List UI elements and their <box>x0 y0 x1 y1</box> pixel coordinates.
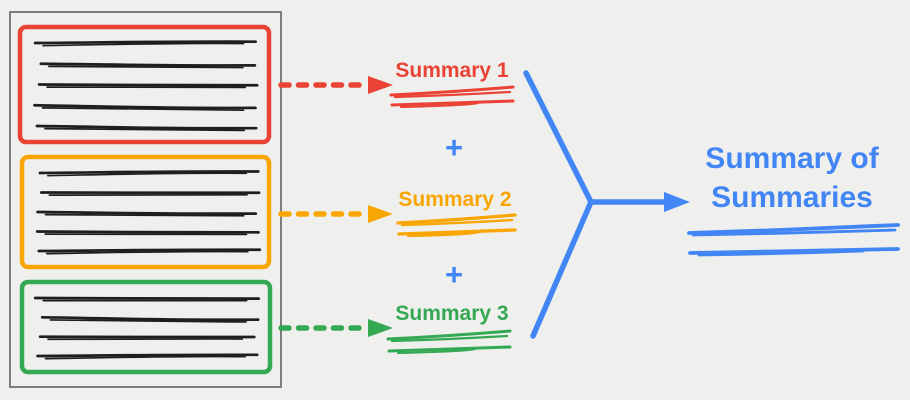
underline-scribble-red <box>390 99 515 107</box>
doc-text-line <box>45 250 249 255</box>
underline-scribble-green <box>396 347 477 355</box>
doc-text-line <box>49 319 247 323</box>
doc-text-line <box>48 193 248 196</box>
doc-text-line <box>33 103 257 110</box>
dashed-arrow-orange-head <box>368 205 393 223</box>
doc-text-line <box>37 83 259 87</box>
underline-scribble-red <box>399 101 480 109</box>
section-box-orange <box>19 154 272 270</box>
dashed-arrow-red-head <box>368 76 393 94</box>
result-label-line1: Summary of <box>705 142 879 175</box>
doc-text-line <box>33 40 257 45</box>
underline-scribble-blue <box>687 223 900 235</box>
doc-text-line <box>40 315 260 322</box>
underline-scribble-red <box>393 90 512 99</box>
underline-scribble-orange <box>396 213 517 225</box>
doc-text-line <box>36 353 259 358</box>
merge-lines-icon <box>523 70 594 339</box>
document-outline <box>9 11 282 388</box>
underline-scribble-blue <box>697 249 865 257</box>
section-box-red <box>17 24 272 145</box>
underline-scribble-orange <box>400 218 514 227</box>
result-arrow-head <box>664 192 690 212</box>
dashed-arrow-green-icon <box>278 319 393 337</box>
result-label: Summary of Summaries <box>705 139 878 217</box>
document-text-lines <box>33 40 262 360</box>
section-box-green <box>19 279 273 375</box>
summary-3-label: Summary 3 <box>395 302 509 325</box>
doc-text-line <box>38 170 260 175</box>
underline-scribble-orange <box>406 230 482 238</box>
underline-scribble-blue <box>691 228 897 237</box>
dashed-arrow-green-head <box>368 319 393 337</box>
underline-scribble-blue <box>688 247 900 255</box>
doc-text-line <box>33 296 261 300</box>
plus-icon-1: + <box>444 130 464 165</box>
result-arrow-icon <box>588 192 690 212</box>
summary-1-label: Summary 1 <box>395 59 509 82</box>
underline-scribble-green <box>387 345 512 353</box>
underline-scribble-green <box>386 329 512 341</box>
doc-text-line <box>35 124 258 130</box>
result-label-line2: Summaries <box>711 181 873 214</box>
dashed-arrow-red-icon <box>278 76 393 94</box>
dashed-arrow-orange-icon <box>278 205 393 223</box>
doc-text-line <box>35 230 260 234</box>
doc-text-line <box>37 248 262 253</box>
doc-text-line <box>48 65 244 69</box>
doc-text-line <box>44 355 247 360</box>
doc-text-line <box>42 42 245 47</box>
summary-2-label: Summary 2 <box>398 188 512 211</box>
doc-text-line <box>39 62 257 67</box>
doc-text-line <box>44 127 246 132</box>
scribble-underlines <box>386 85 900 355</box>
doc-text-line <box>47 172 248 177</box>
doc-text-line <box>44 213 245 217</box>
underline-scribble-orange <box>397 228 517 236</box>
underline-scribble-red <box>389 85 515 97</box>
plus-icon-2: + <box>444 257 464 292</box>
doc-text-line <box>36 210 258 216</box>
doc-text-line <box>41 107 245 112</box>
underline-scribble-green <box>390 334 509 343</box>
